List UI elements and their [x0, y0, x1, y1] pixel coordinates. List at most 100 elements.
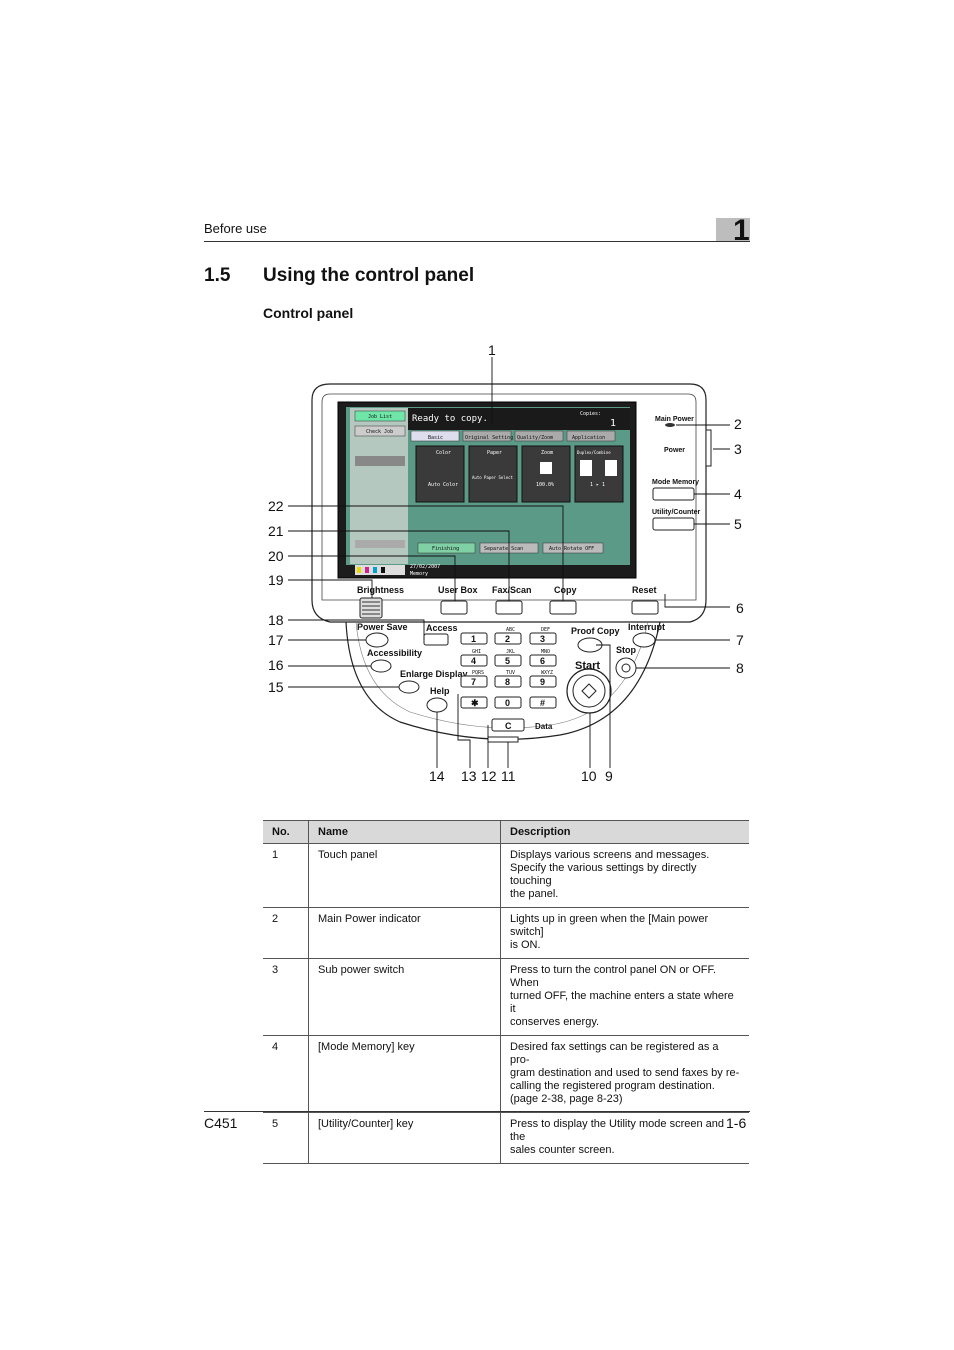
tile-duplex-value: 1 ▸ 1 — [590, 482, 605, 488]
keypad-letters: MNO — [541, 649, 550, 655]
keypad-key[interactable] — [494, 696, 522, 709]
interrupt-key[interactable] — [632, 632, 656, 648]
control-panel-figure: Job List Check Job Ready to copy. Copies… — [268, 342, 744, 784]
help-label: Help — [430, 686, 450, 696]
access-key[interactable] — [423, 633, 449, 646]
keypad-letters: WXYZ — [541, 670, 553, 676]
keypad-key[interactable] — [529, 654, 557, 667]
description-line: turned OFF, the machine enters a state w… — [510, 990, 734, 1015]
copy-key[interactable] — [549, 600, 577, 615]
data-indicator — [487, 736, 519, 743]
auto-rotate-button[interactable]: Auto Rotate OFF — [549, 546, 594, 552]
brightness-label: Brightness — [357, 585, 404, 595]
keypad-key[interactable] — [460, 654, 488, 667]
keypad-key-label: 5 — [505, 656, 510, 666]
description-line: gram destination and used to send faxes … — [510, 1067, 740, 1079]
start-key[interactable] — [566, 668, 612, 714]
description-line: sales counter screen. — [510, 1144, 615, 1156]
copies-label: Copies: — [580, 411, 601, 417]
chapter-number: 1 — [733, 214, 750, 247]
separate-scan-button[interactable]: Separate Scan — [484, 546, 523, 552]
sub-power-switch[interactable] — [705, 429, 712, 467]
tab-original-setting[interactable]: Original Setting — [465, 435, 513, 441]
tile-color-value: Auto Color — [428, 482, 458, 488]
keypad-key[interactable] — [529, 675, 557, 688]
callout-3: 3 — [734, 441, 742, 457]
keypad-key[interactable] — [529, 696, 557, 709]
tab-basic[interactable]: Basic — [428, 435, 443, 441]
finishing-button[interactable]: Finishing — [432, 546, 459, 552]
keypad-key[interactable] — [460, 696, 488, 709]
cell-name: Touch panel — [308, 843, 501, 908]
callout-2: 2 — [734, 416, 742, 432]
keypad-key[interactable] — [494, 632, 522, 645]
cell-description: Displays various screens and messages.Sp… — [500, 843, 749, 908]
user-box-key[interactable] — [440, 600, 468, 615]
job-list-button[interactable]: Job List — [368, 414, 392, 420]
brightness-dial[interactable] — [359, 597, 383, 619]
screen-memory: Memory — [410, 571, 428, 577]
keypad-letters: TUV — [506, 670, 515, 676]
power-save-key[interactable] — [365, 632, 389, 648]
keypad-key-label: # — [540, 698, 545, 708]
proof-copy-label: Proof Copy — [571, 626, 620, 636]
utility-counter-key[interactable] — [652, 517, 695, 531]
tile-duplex[interactable]: Duplex/Combine — [577, 450, 611, 455]
help-key[interactable] — [426, 697, 448, 713]
section-number: 1.5 — [204, 265, 231, 286]
data-label: Data — [535, 722, 553, 731]
col-header-name: Name — [308, 820, 501, 844]
description-line: calling the registered program destinati… — [510, 1080, 715, 1092]
enlarge-display-key[interactable] — [398, 680, 420, 694]
chapter-tab — [716, 218, 750, 242]
keypad-key[interactable] — [460, 632, 488, 645]
tile-color[interactable]: Color — [436, 450, 451, 456]
description-line: is ON. — [510, 939, 541, 951]
check-job-button[interactable]: Check Job — [366, 429, 393, 435]
description-line: conserves energy. — [510, 1016, 600, 1028]
keypad-key[interactable] — [494, 654, 522, 667]
tile-paper[interactable]: Paper — [487, 450, 502, 456]
reset-label: Reset — [632, 585, 657, 595]
callout-5: 5 — [734, 516, 742, 532]
callout-10: 10 — [581, 768, 597, 784]
description-line: Desired fax settings can be registered a… — [510, 1041, 719, 1066]
screen-message: Ready to copy. — [412, 414, 488, 424]
section-title: Using the control panel — [263, 265, 475, 286]
tile-paper-value: Auto Paper Select — [472, 475, 514, 480]
tab-quality-zoom[interactable]: Quality/Zoom — [517, 435, 553, 441]
keypad-key-label: 2 — [505, 634, 510, 644]
accessibility-key[interactable] — [370, 659, 392, 673]
callout-4: 4 — [734, 486, 742, 502]
keypad-key-label: 8 — [505, 677, 510, 687]
copies-count: 1 — [610, 418, 616, 429]
callout-15: 15 — [268, 679, 284, 695]
fax-scan-key[interactable] — [495, 600, 523, 615]
cell-no: 1 — [263, 843, 309, 908]
keypad-key-label: 9 — [540, 677, 545, 687]
keypad-key[interactable] — [460, 675, 488, 688]
keypad-key[interactable] — [529, 632, 557, 645]
enlarge-display-label: Enlarge Display — [400, 669, 468, 679]
cell-description: Desired fax settings can be registered a… — [500, 1035, 749, 1113]
access-label: Access — [426, 623, 458, 633]
tab-application[interactable]: Application — [572, 435, 605, 441]
reset-key[interactable] — [631, 600, 659, 615]
mode-memory-key[interactable] — [652, 487, 695, 501]
stop-key[interactable] — [615, 657, 637, 679]
keypad-letters: DEF — [541, 627, 550, 633]
footer-page-number: 1-6 — [726, 1115, 747, 1131]
description-line: the panel. — [510, 888, 559, 900]
keypad-key-label: 0 — [505, 698, 510, 708]
clear-key[interactable] — [491, 718, 525, 732]
keypad-letters: JKL — [506, 649, 515, 655]
copy-label: Copy — [554, 585, 577, 595]
description-line: Lights up in green when the [Main power … — [510, 913, 709, 938]
keypad-key-label: 3 — [540, 634, 545, 644]
header-rule — [204, 241, 750, 242]
keypad-key[interactable] — [494, 675, 522, 688]
tile-zoom[interactable]: Zoom — [541, 450, 553, 456]
